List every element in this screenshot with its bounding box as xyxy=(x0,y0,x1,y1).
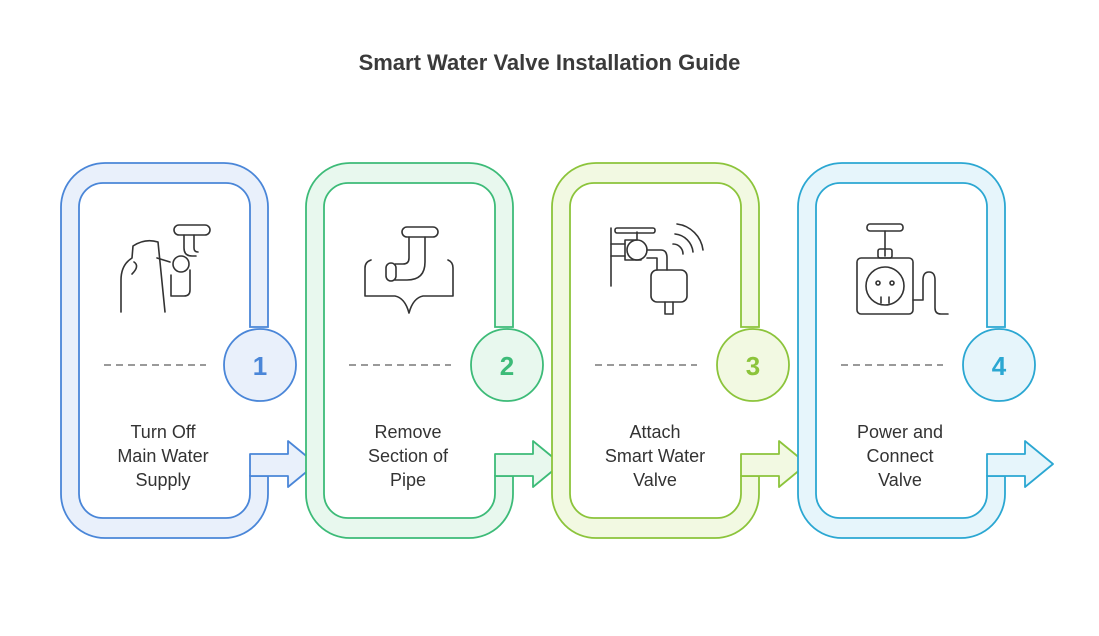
step-4-label: Power and Connect Valve xyxy=(825,420,975,492)
step-4-badge xyxy=(962,328,1036,402)
smart-valve-icon xyxy=(610,223,704,315)
pipe-section-icon xyxy=(364,226,454,314)
step-4: 4 xyxy=(797,162,1054,539)
step-1-label-line: Main Water xyxy=(117,446,209,466)
diagram-title: Smart Water Valve Installation Guide xyxy=(358,50,741,75)
step-1-badge xyxy=(223,328,297,402)
step-1-number: 1 xyxy=(253,351,267,381)
step-3-number: 3 xyxy=(746,351,760,381)
step-4-label-line: Valve xyxy=(878,470,922,490)
step-4-label-line: Power and xyxy=(856,422,944,442)
step-1-label: Turn Off Main Water Supply xyxy=(88,420,238,492)
step-2-badge xyxy=(470,328,544,402)
step-3-badge xyxy=(716,328,790,402)
step-2-label: Remove Section of Pipe xyxy=(333,420,483,492)
power-outlet-icon xyxy=(856,223,949,315)
step-2-number: 2 xyxy=(500,351,514,381)
step-1-label-line: Supply xyxy=(135,470,191,490)
step-2-label-line: Section of xyxy=(367,446,449,466)
step-3-label-line: Valve xyxy=(633,470,677,490)
step-3-label-line: Smart Water xyxy=(604,446,706,466)
step-2-label-line: Pipe xyxy=(389,470,427,490)
step-2-label-line: Remove xyxy=(374,422,442,442)
step-3-label: Attach Smart Water Valve xyxy=(580,420,730,492)
step-3-label-line: Attach xyxy=(629,422,681,442)
step-4-label-line: Connect xyxy=(866,446,934,466)
step-2: 2 xyxy=(305,162,562,539)
step-1-label-line: Turn Off xyxy=(130,422,196,442)
step-4-number: 4 xyxy=(992,351,1007,381)
step-3: 3 xyxy=(551,162,808,539)
step-1: 1 xyxy=(60,162,317,539)
shutoff-valve-icon xyxy=(120,224,211,313)
